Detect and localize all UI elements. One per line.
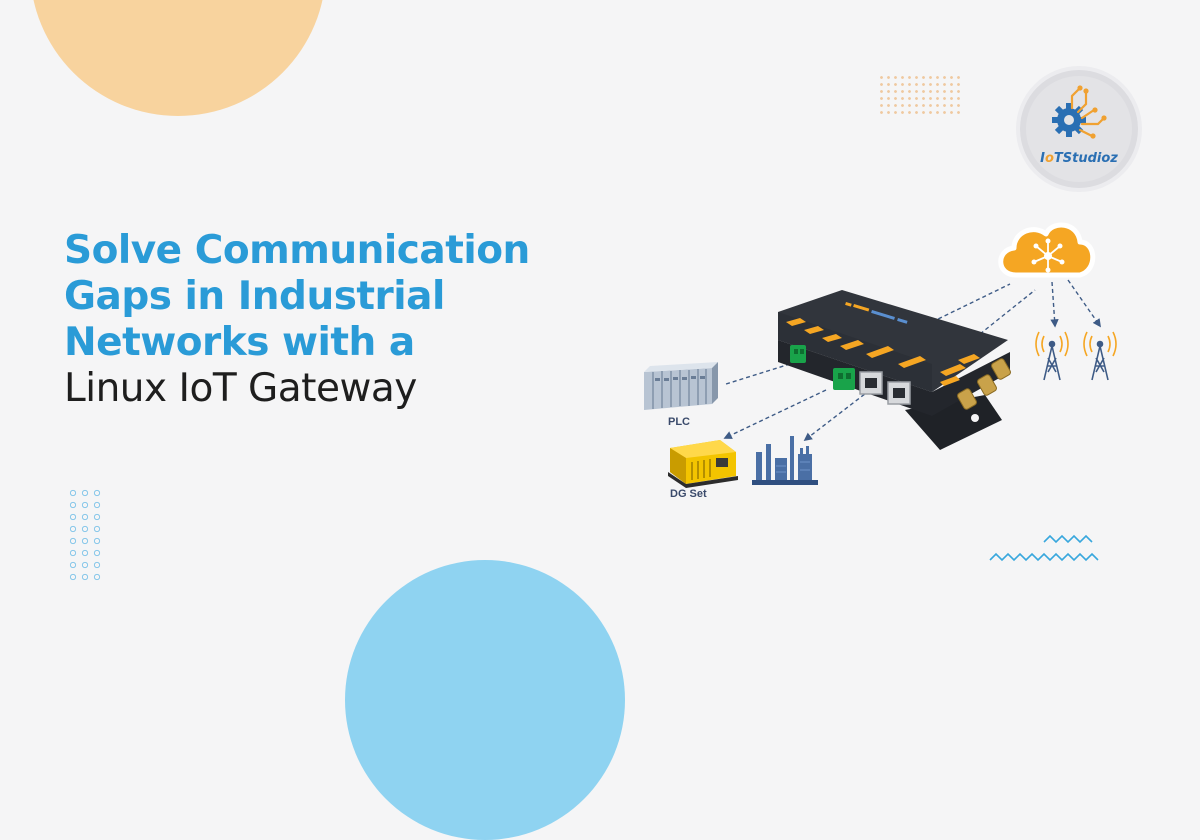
- gear-circuit-icon: [1052, 85, 1107, 139]
- decorative-dot-grid-top: [878, 74, 962, 118]
- brand-logo-text-part: o: [1044, 151, 1054, 166]
- headline-line-3: Networks with a: [64, 320, 415, 365]
- plc-label: PLC: [668, 416, 690, 428]
- factory-icon: [752, 436, 818, 485]
- headline-line-2: Gaps in Industrial: [64, 274, 445, 319]
- headline-line-4: Linux IoT Gateway: [64, 366, 417, 411]
- brand-logo-text-part: I: [1040, 151, 1045, 166]
- connection-lines: [723, 279, 1101, 442]
- decorative-dot-grid-left: [67, 487, 103, 583]
- decorative-zigzag: [989, 534, 1099, 562]
- brand-logo-text-part: TStudioz: [1053, 151, 1118, 166]
- headline-line-1: Solve Communication: [64, 228, 530, 273]
- brand-logo-text: IoTStudioz: [1020, 151, 1138, 166]
- cell-tower-icon: [1035, 331, 1069, 381]
- headline: Solve Communication Gaps in Industrial N…: [64, 228, 530, 412]
- network-diagram: [644, 222, 1117, 562]
- plc-device-icon: [644, 362, 718, 410]
- dg-set-label: DG Set: [670, 488, 707, 500]
- cloud-icon: [998, 222, 1096, 278]
- brand-logo: IoTStudioz: [1016, 66, 1142, 192]
- generator-icon: [668, 440, 738, 488]
- gateway-device-image: [778, 290, 1011, 450]
- cell-tower-icon: [1083, 331, 1117, 381]
